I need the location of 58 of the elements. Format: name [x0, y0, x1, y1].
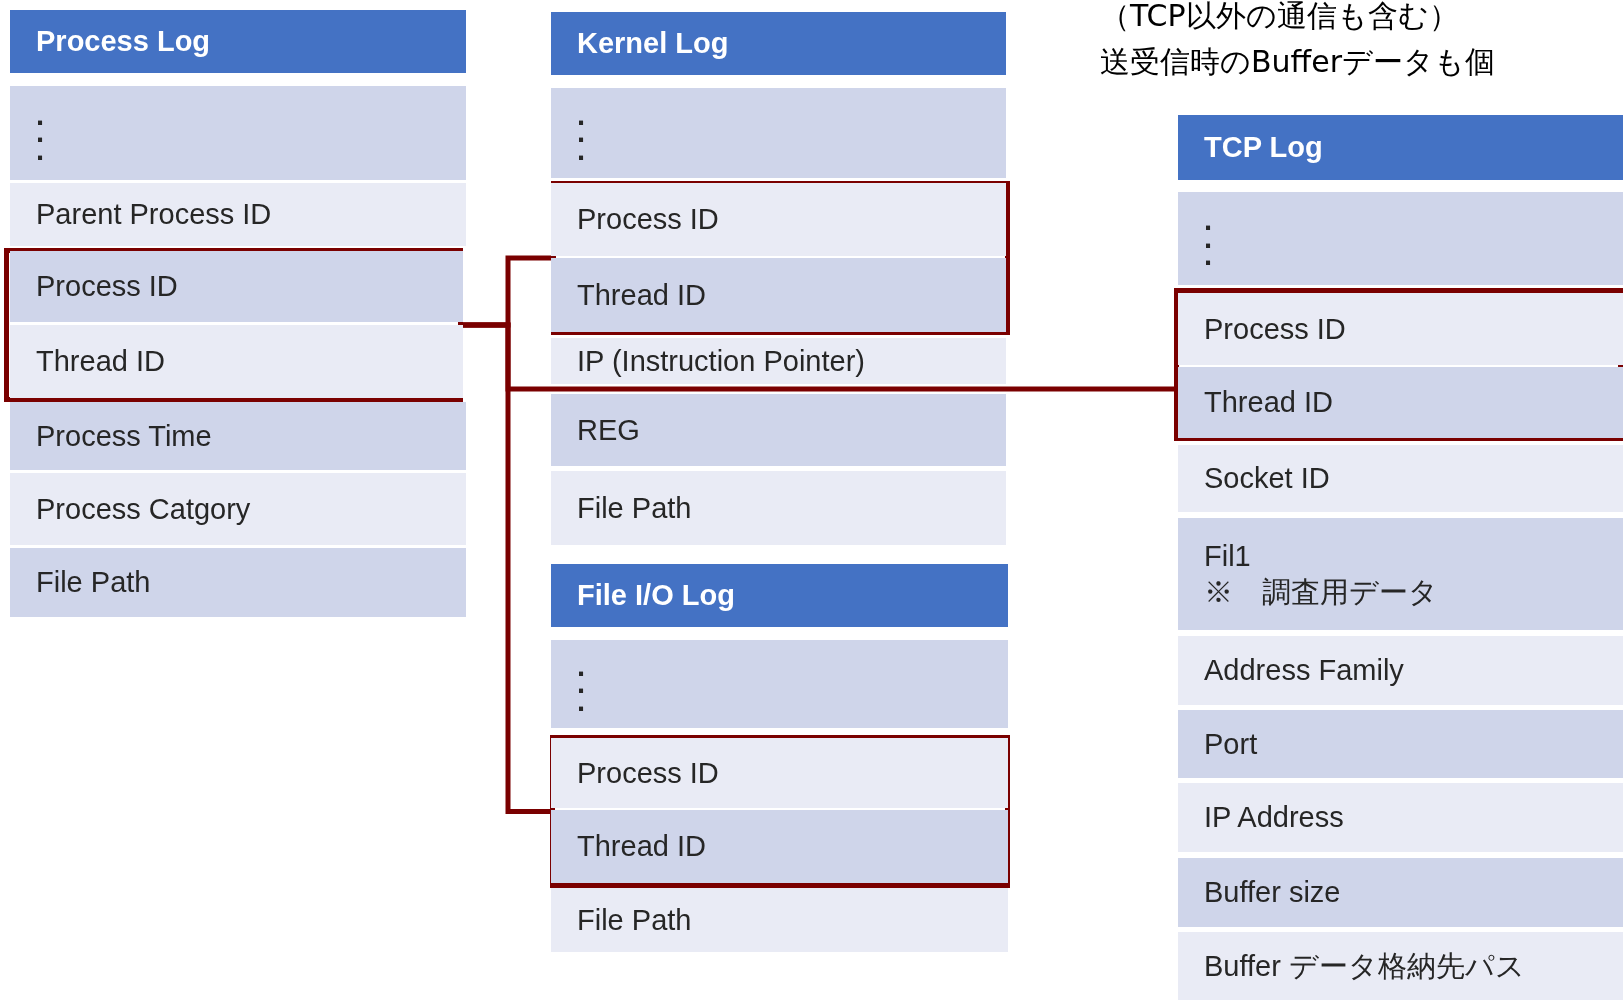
field-name: . . . — [577, 106, 587, 160]
table-row — [10, 251, 463, 322]
table-row — [10, 325, 463, 398]
table-header: Process Log — [10, 10, 466, 73]
table-row — [1178, 192, 1623, 285]
field-name: Process ID — [577, 755, 720, 791]
field-name: Thread ID — [36, 344, 166, 380]
table-header: Kernel Log — [551, 12, 1006, 75]
highlight-frame — [1174, 288, 1623, 441]
table-row — [1178, 858, 1623, 927]
table-row — [1178, 518, 1623, 630]
highlight-frame — [551, 181, 1010, 335]
field-name: . . . — [1204, 212, 1214, 265]
table-row — [551, 640, 1008, 728]
table-header: TCP Log — [1178, 115, 1623, 180]
field-name: Process ID — [577, 202, 720, 238]
field-name: Fil1 — [1204, 538, 1252, 574]
table-row — [1178, 710, 1623, 778]
field-name: Thread ID — [577, 829, 707, 865]
field-name: Thread ID — [1204, 385, 1334, 421]
field-name: File Path — [577, 902, 693, 938]
field-name: File Path — [36, 565, 152, 601]
field-name: Thread ID — [577, 277, 707, 313]
table-row — [10, 86, 466, 180]
field-name: Buffer size — [1204, 875, 1342, 911]
table-row — [10, 548, 466, 617]
field-name: ※ 調査用データ — [1204, 575, 1439, 610]
field-name: . . . — [36, 106, 46, 160]
note-text: 送受信時のBufferデータも個 — [1100, 43, 1496, 81]
highlight-frame — [4, 248, 463, 402]
table-row — [551, 88, 1006, 178]
table-row — [10, 402, 466, 470]
field-name: Process Catgory — [36, 491, 252, 527]
field-name: Parent Process ID — [36, 197, 273, 233]
table-row — [551, 394, 1006, 466]
field-name: Address Family — [1204, 653, 1405, 689]
field-name: File Path — [577, 490, 693, 526]
table-row — [1178, 367, 1623, 438]
field-name: . . . — [577, 657, 587, 711]
field-name: IP Address — [1204, 800, 1345, 836]
field-name: Socket ID — [1204, 461, 1331, 497]
table-row — [551, 888, 1008, 952]
field-name: Process ID — [1204, 311, 1347, 347]
table-header: File I/O Log — [551, 564, 1008, 627]
table-row — [1178, 293, 1623, 365]
table-row — [551, 258, 1006, 332]
connector-line — [463, 322, 1174, 392]
highlight-frame — [550, 735, 1010, 888]
table-row — [551, 810, 1008, 883]
table-row — [551, 183, 1006, 256]
field-name: Process ID — [36, 269, 179, 305]
field-name: Buffer データ格納先パス — [1204, 948, 1526, 984]
table-row — [551, 738, 1008, 808]
field-name: REG — [577, 412, 641, 448]
field-name: Port — [1204, 726, 1259, 762]
field-name: Process Time — [36, 418, 213, 454]
field-name: IP (Instruction Pointer) — [577, 343, 866, 379]
note-text: （TCP以外の通信も含む） — [1100, 0, 1459, 35]
